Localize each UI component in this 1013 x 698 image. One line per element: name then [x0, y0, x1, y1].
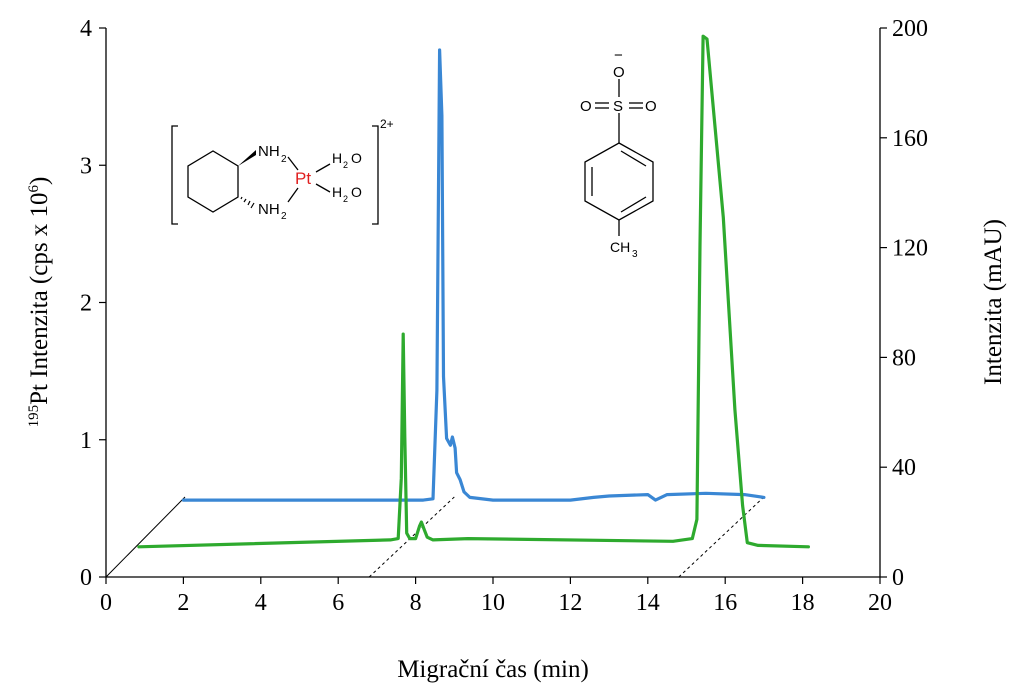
cyclohexane-ring — [187, 150, 239, 213]
y-left-tick-label: 4 — [80, 16, 92, 42]
axes — [105, 28, 881, 578]
aromatic-bond-2 — [620, 150, 647, 167]
x-tick-label: 4 — [255, 590, 267, 616]
complex-label-o-bottom: O — [351, 184, 362, 200]
x-tick-label: 8 — [410, 590, 422, 616]
x-tick-label: 12 — [558, 590, 582, 616]
y-left-tick-label: 2 — [80, 291, 92, 317]
tosylate-label-ch-sub: 3 — [632, 249, 638, 260]
tosylate-bonds — [584, 79, 654, 236]
hash-2 — [243, 198, 247, 203]
platinum-complex-structure: NH 2 NH 2 Pt H 2 O H 2 O 2+ — [171, 117, 394, 225]
y-ticks-left: 0 1 2 3 4 — [80, 16, 106, 591]
complex-label-h-top-sub: 2 — [343, 160, 348, 170]
complex-label-nh-bottom: NH — [258, 201, 280, 218]
tosylate-structure: O − S O O CH 3 — [580, 47, 657, 260]
y-left-label-text: Pt Intenzita (cps x 10 — [26, 192, 53, 404]
x-tick-label: 0 — [100, 590, 112, 616]
x-tick-label: 14 — [636, 590, 660, 616]
x-tick-label: 6 — [332, 590, 344, 616]
y-left-label-exponent: 6 — [26, 184, 42, 192]
wedge-bond — [238, 150, 256, 166]
complex-label-nh-top-sub: 2 — [281, 154, 287, 165]
x-ticks: 0 2 4 6 8 10 12 14 16 18 20 — [100, 577, 892, 616]
y-right-tick-label: 80 — [892, 345, 916, 371]
aromatic-bond-3 — [620, 196, 647, 213]
y-left-tick-label: 1 — [80, 428, 92, 454]
hash-1 — [240, 196, 243, 200]
complex-label-nh-top: NH — [258, 143, 280, 160]
pt-o-bond-bottom — [315, 183, 331, 193]
x-tick-label: 16 — [713, 590, 737, 616]
y-right-tick-label: 120 — [892, 236, 928, 262]
complex-label-nh-bottom-sub: 2 — [281, 211, 287, 222]
complex-label-h-top: H — [332, 150, 342, 166]
y-left-tick-label: 3 — [80, 153, 92, 179]
complex-label-pt: Pt — [295, 169, 311, 188]
left-bracket — [171, 125, 178, 225]
hash-3 — [247, 200, 251, 206]
complex-label-o-top: O — [351, 150, 362, 166]
tosylate-label-ch: CH — [610, 239, 630, 255]
tosylate-label-o-top: O — [613, 64, 625, 81]
series-line-1 — [181, 48, 766, 502]
complex-label-h-bottom-sub: 2 — [343, 194, 348, 204]
complex-bonds — [171, 125, 379, 225]
pt-n-bond-bottom — [287, 187, 299, 203]
series-line-2 — [137, 34, 810, 549]
dashed-guide-line — [368, 496, 455, 578]
perspective-floor-line — [105, 496, 186, 578]
hash-4 — [250, 202, 255, 209]
y-left-label-isotope: 195 — [26, 405, 42, 428]
y-left-tick-label: 0 — [80, 565, 92, 591]
y-ticks-right: 0 40 80 120 160 200 — [880, 16, 928, 591]
x-tick-label: 20 — [868, 590, 892, 616]
tosylate-label-o-right: O — [645, 98, 657, 115]
complex-charge: 2+ — [380, 117, 394, 131]
dashed-guides — [368, 496, 765, 578]
x-tick-label: 18 — [791, 590, 815, 616]
tosylate-label-s: S — [613, 98, 623, 115]
pt-n-bond-top — [287, 156, 299, 171]
y-right-tick-label: 160 — [892, 126, 928, 152]
dashed-guide-line — [678, 496, 765, 578]
x-tick-label: 2 — [177, 590, 189, 616]
tosylate-label-o-left: O — [580, 98, 592, 115]
benzene-ring — [584, 142, 654, 221]
hashed-bond — [240, 196, 255, 209]
series-lines — [137, 34, 810, 549]
y-right-tick-label: 0 — [892, 565, 904, 591]
right-bracket — [372, 125, 379, 225]
y-left-label-close: ) — [26, 177, 53, 185]
complex-label-h-bottom: H — [332, 184, 342, 200]
y-right-tick-label: 200 — [892, 16, 928, 42]
x-axis-label: Migrační čas (min) — [397, 656, 589, 683]
pt-o-bond-top — [315, 163, 331, 173]
y-axis-left-label: 195Pt Intenzita (cps x 106) — [26, 177, 53, 428]
tosylate-label-charge: − — [614, 47, 623, 64]
y-axis-right-label: Intenzita (mAU) — [980, 219, 1007, 385]
x-tick-label: 10 — [481, 590, 505, 616]
y-right-tick-label: 40 — [892, 455, 916, 481]
